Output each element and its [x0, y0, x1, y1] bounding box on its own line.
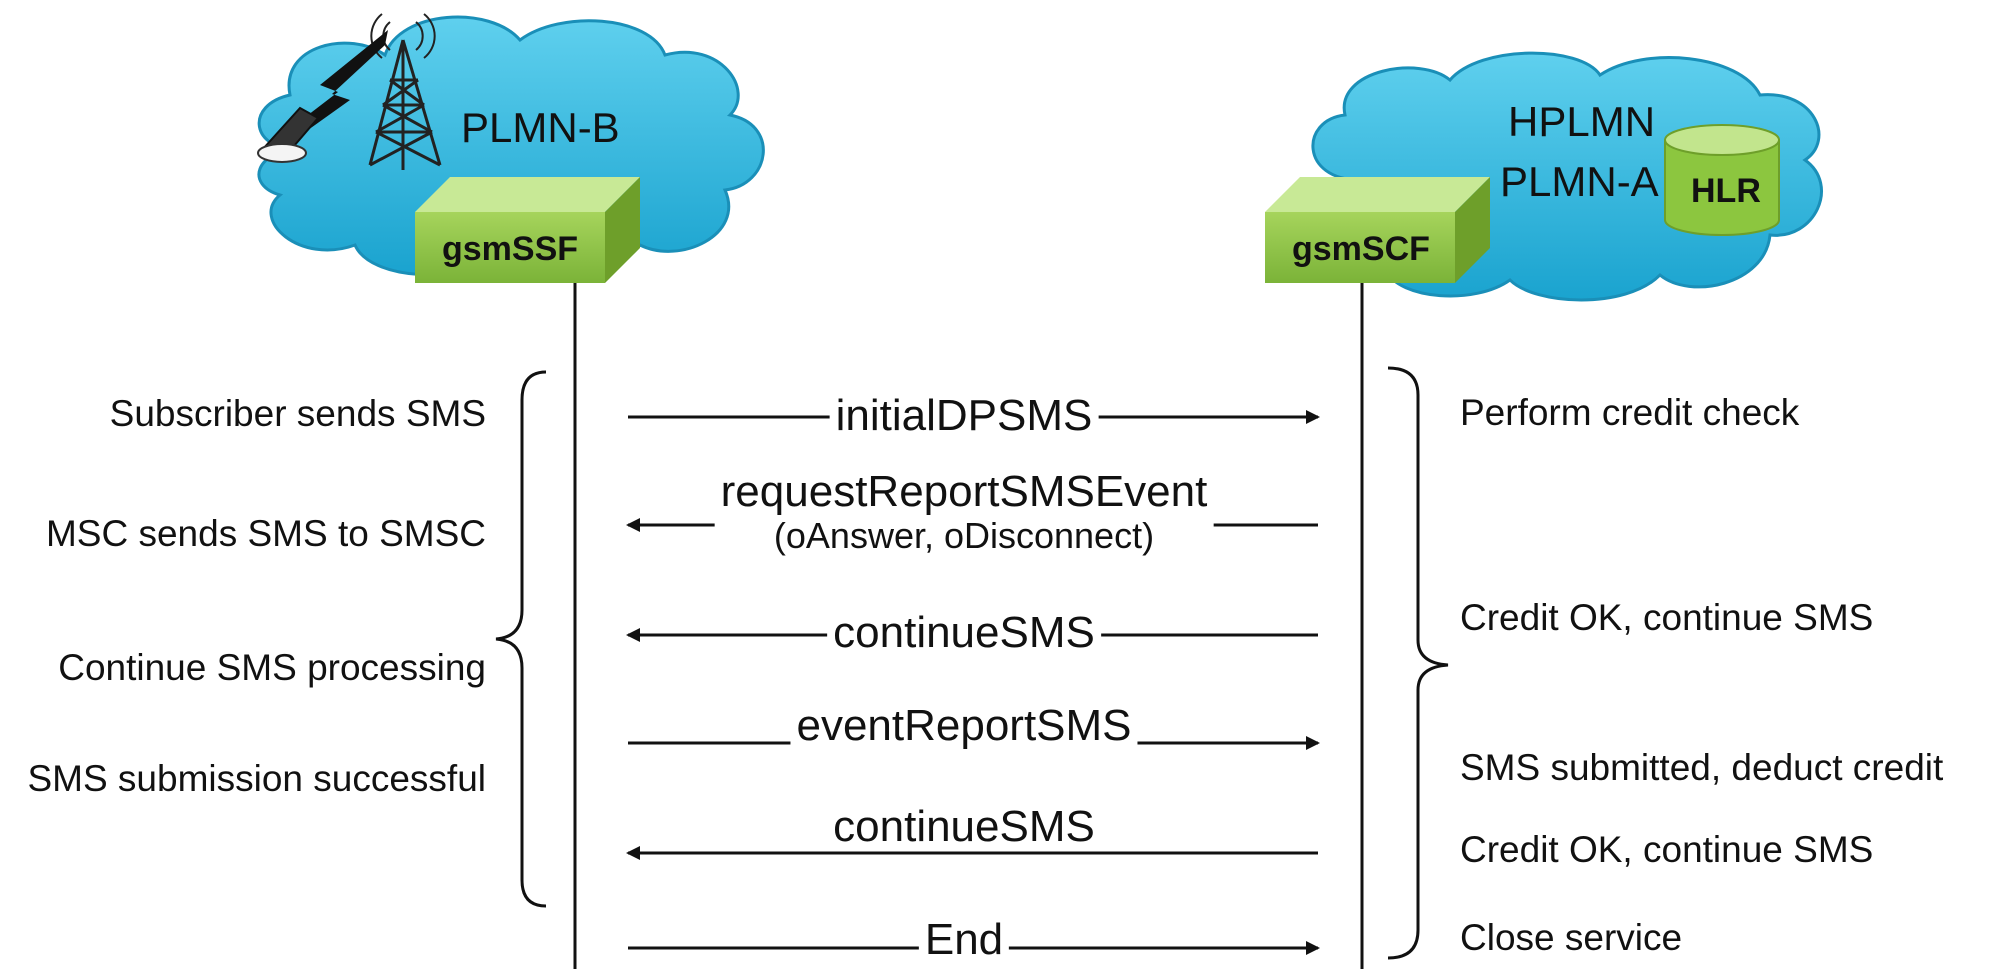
right-note-2: Credit OK, continue SMS [1460, 597, 1874, 638]
left-brace [495, 370, 547, 908]
plmn-a-label: PLMN-A [1500, 158, 1659, 205]
left-note-2: MSC sends SMS to SMSC [45, 513, 486, 554]
hlr-label: HLR [1691, 172, 1761, 210]
message-label-params: (oAnswer, oDisconnect) [773, 515, 1155, 557]
right-note-5: Close service [1460, 917, 1683, 958]
gsmssf-label: gsmSSF [442, 230, 579, 268]
right-note-3: SMS submitted, deduct credit [1460, 747, 1944, 788]
hplmn-label: HPLMN [1508, 98, 1656, 145]
antenna-tower-icon [368, 13, 442, 170]
gsmscf-box [1265, 177, 1490, 283]
plmn-b-label: PLMN-B [461, 104, 620, 151]
message-label-continuesms-2: continueSMS [827, 802, 1101, 852]
right-note-1: Perform credit check [1460, 392, 1800, 433]
message-label-end: End [918, 915, 1010, 965]
mobile-phone-icon [257, 30, 388, 163]
message-label-requestreportsmsevent: requestReportSMSEvent (oAnswer, oDisconn… [714, 467, 1214, 557]
hlr-database-icon [1664, 124, 1780, 236]
message-label-continuesms-1: continueSMS [827, 608, 1101, 658]
message-label-eventreportsms: eventReportSMS [790, 701, 1138, 751]
right-note-4: Credit OK, continue SMS [1460, 829, 1874, 870]
gsmssf-box [415, 177, 640, 283]
left-note-4: SMS submission successful [27, 758, 486, 799]
right-brace [1387, 366, 1449, 960]
left-note-1: Subscriber sends SMS [109, 393, 486, 434]
gsmscf-label: gsmSCF [1292, 230, 1430, 268]
message-label-main: requestReportSMSEvent [720, 467, 1208, 516]
left-note-3: Continue SMS processing [58, 647, 486, 688]
message-label-initialdpsms: initialDPSMS [829, 391, 1099, 441]
